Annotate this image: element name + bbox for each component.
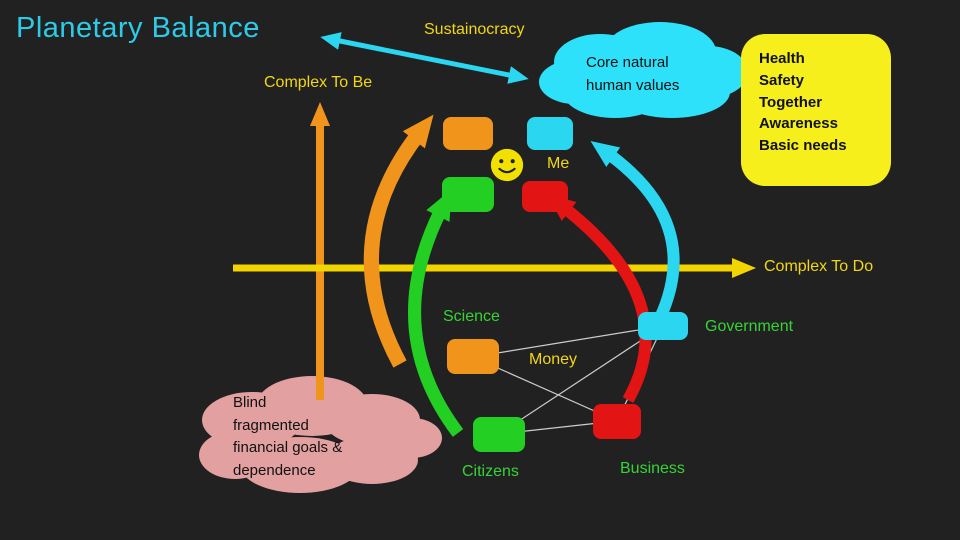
orange-cycle-arrow [363,114,434,368]
me-label: Me [547,155,570,172]
me-cluster-red-box [522,181,568,212]
business-box [593,404,641,439]
me-cluster-cyan-box [527,117,573,150]
me-cluster-orange-box [443,117,493,150]
citizens-box [473,417,525,452]
vertical-axis-label: Complex To Be [264,74,373,91]
me-cluster-green-box [442,177,494,212]
page-title: Planetary Balance [16,12,260,44]
smiley-face-icon [490,148,524,182]
green-cycle-arrow [408,189,464,437]
blind-goals-cloud-text: Blind fragmented financial goals & depen… [233,394,343,479]
science-label: Science [443,308,500,325]
red-cycle-arrow [546,194,652,403]
government-label: Government [705,318,794,335]
core-values-cloud [539,22,748,118]
business-label: Business [620,460,685,477]
sustainocracy-double-arrow [320,32,529,84]
horizontal-axis-label: Complex To Do [764,258,874,275]
values-card-text: Health Safety Together Awareness Basic n… [759,50,847,154]
core-values-cloud-text: Core natural human values [586,54,680,94]
sustainocracy-label: Sustainocracy [424,21,525,38]
cyan-cycle-arrow [590,140,680,321]
government-box [638,312,688,340]
blind-goals-cloud [199,376,442,493]
values-card: Health Safety Together Awareness Basic n… [741,34,891,186]
science-box [447,339,499,374]
money-label: Money [529,351,578,368]
citizens-label: Citizens [462,463,519,480]
